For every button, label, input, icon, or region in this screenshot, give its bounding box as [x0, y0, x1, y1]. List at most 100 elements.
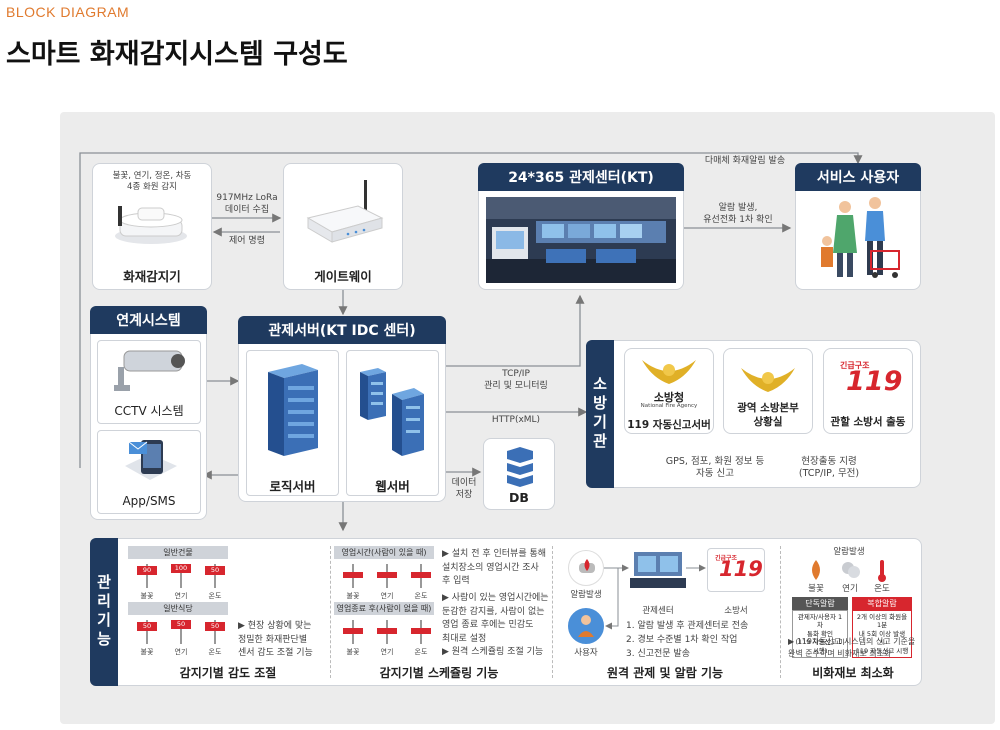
report-server-label: 119 자동신고서버: [627, 419, 711, 431]
f2g2-slider-label-1: 연기: [380, 648, 394, 656]
f2g1-slider-0: 불꽃: [338, 562, 368, 602]
alarm-call-label: 알람 발생, 유선전화 1차 확인: [703, 203, 773, 225]
shoppers-icon: [821, 197, 900, 278]
f2-note-2: ▶ 사람이 있는 영업시간에는 둔감한 감지를, 사람이 없는 영업 종료 후에…: [442, 593, 549, 644]
management-box: [90, 538, 922, 686]
detector-icon: [579, 559, 595, 573]
control-center-header: 24*365 관제센터(KT): [478, 163, 684, 191]
separator-1: [330, 546, 331, 678]
station-label: 관할 소방서 출동: [830, 416, 906, 428]
fire-detector-box: [92, 163, 212, 290]
server-header: 관제서버(KT IDC 센터): [238, 316, 446, 344]
f4-multi-text: 2개 이상의 화원을 1분 내 5회 이상 발생 시 119 자동신고 시행: [852, 610, 912, 659]
f2g2-slider-0: 불꽃: [338, 618, 368, 658]
f3-user-label: 사용자: [574, 648, 598, 658]
f4-title: 비화재보 최소화: [812, 666, 894, 680]
f1g1-slider-track-0: [146, 564, 148, 588]
f4-sensor-temp: 온도: [874, 584, 890, 594]
f1g2-slider-label-0: 불꽃: [140, 648, 154, 656]
logic-server-label: 로직서버: [269, 479, 316, 494]
gateway-label: 게이트웨이: [314, 269, 372, 284]
db-image: [505, 445, 535, 489]
f1g2-slider-value-0: 50: [137, 622, 157, 631]
eagle-emblem-icon: [642, 360, 696, 384]
center-desk-icon: [630, 552, 686, 588]
f3-rescue-logo: 긴급구조 119: [715, 553, 763, 585]
http-label: HTTP(xML): [491, 415, 541, 425]
eagle-emblem-icon-2: [741, 368, 795, 392]
db-label: DB: [509, 490, 529, 505]
app-image: [115, 436, 185, 488]
f2g1-slider-knob-1: [377, 572, 397, 578]
f1g1-slider-label-0: 불꽃: [140, 592, 154, 600]
router-icon: [306, 180, 384, 243]
service-user-image: [815, 195, 905, 285]
f1g1-slider-value-2: 50: [205, 566, 225, 575]
app-sms-label: App/SMS: [122, 494, 176, 508]
fire-detector-label: 화재감지기: [123, 269, 181, 284]
page-title: 스마트 화재감지시스템 구성도: [6, 39, 348, 70]
f1g2-slider-value-2: 50: [205, 622, 225, 631]
fire-agency-header: 소방기관: [586, 340, 614, 488]
control-center-photo: [486, 197, 676, 283]
fire-detector-icon: [115, 206, 187, 244]
f4-icons: [800, 558, 900, 584]
f2g2-slider-knob-0: [343, 628, 363, 634]
f2-group2-header: 영업종료 후(사람이 없을 때): [334, 602, 434, 615]
f4-single-title: 단독알람: [792, 597, 848, 612]
f3-rescue-number: 119: [719, 557, 763, 581]
f3-step-3: 3. 신고전문 발송: [626, 649, 690, 659]
f3-step-2: 2. 경보 수준별 1차 확인 작업: [626, 635, 738, 645]
flame-smoke-temp-icons: [812, 560, 886, 582]
agency-sub-text: National Fire Agency: [640, 403, 698, 409]
f1g1-slider-track-2: [214, 564, 216, 588]
f2-title: 감지기별 스케쥴링 기능: [379, 666, 499, 680]
store-label: 데이터 저장: [451, 478, 477, 500]
f1g2-slider-value-1: 50: [171, 620, 191, 629]
sensor-description: 불꽃, 연기, 정온, 차동 4종 화원 감지: [112, 171, 192, 192]
logic-server-image: [262, 360, 324, 460]
kicker: BLOCK DIAGRAM: [6, 4, 130, 20]
dispatch-label: 현장출동 지령 (TCP/IP, 무전): [798, 456, 860, 480]
f3-user-icon: [576, 613, 596, 639]
f2-group1-header: 영업시간(사람이 있을 때): [334, 546, 434, 559]
f4-sensor-flame: 불꽃: [808, 584, 824, 594]
f1g2-slider-0: 50 불꽃: [132, 618, 162, 658]
f1g1-slider-value-0: 90: [137, 566, 157, 575]
hq-label: 광역 소방본부 상황실: [737, 402, 799, 428]
f2g2-slider-1: 연기: [372, 618, 402, 658]
station-box: [823, 348, 913, 434]
report-server-box: [624, 348, 714, 434]
separator-3: [780, 546, 781, 678]
cctv-camera-icon: [114, 350, 185, 391]
gateway-image: [298, 178, 388, 253]
f3-title: 원격 관제 및 알람 기능: [606, 666, 724, 680]
gps-label: GPS, 점포, 화원 정보 등 자동 신고: [665, 456, 765, 480]
service-user-header: 서비스 사용자: [795, 163, 921, 191]
f2g2-slider-2: 온도: [406, 618, 436, 658]
lora-label: 917MHz LoRa 데이터 수집: [216, 193, 278, 215]
control-command-label: 제어 명령: [229, 236, 265, 246]
f1-note: ▶ 현장 상황에 맞는 정밀한 화재판단별 센서 감도 조절 기능: [238, 621, 313, 658]
f4-sensor-smoke: 연기: [842, 584, 858, 594]
web-server-icon: [360, 368, 424, 456]
rescue-number: 119: [846, 366, 903, 397]
f3-center-image: [630, 548, 686, 592]
f1g1-slider-value-1: 100: [171, 564, 191, 573]
f1g1-slider-0: 90 불꽃: [132, 562, 162, 602]
web-server-label: 웹서버: [375, 479, 410, 494]
phone-message-icon: [125, 440, 177, 480]
server-rack-icon: [268, 364, 318, 456]
f3-user-circle: [568, 608, 604, 644]
f4-single-text: 관제자/사용자 1차 통화 확인 (119 자동신고 미시행): [792, 610, 848, 659]
hq-emblem: [737, 362, 799, 396]
